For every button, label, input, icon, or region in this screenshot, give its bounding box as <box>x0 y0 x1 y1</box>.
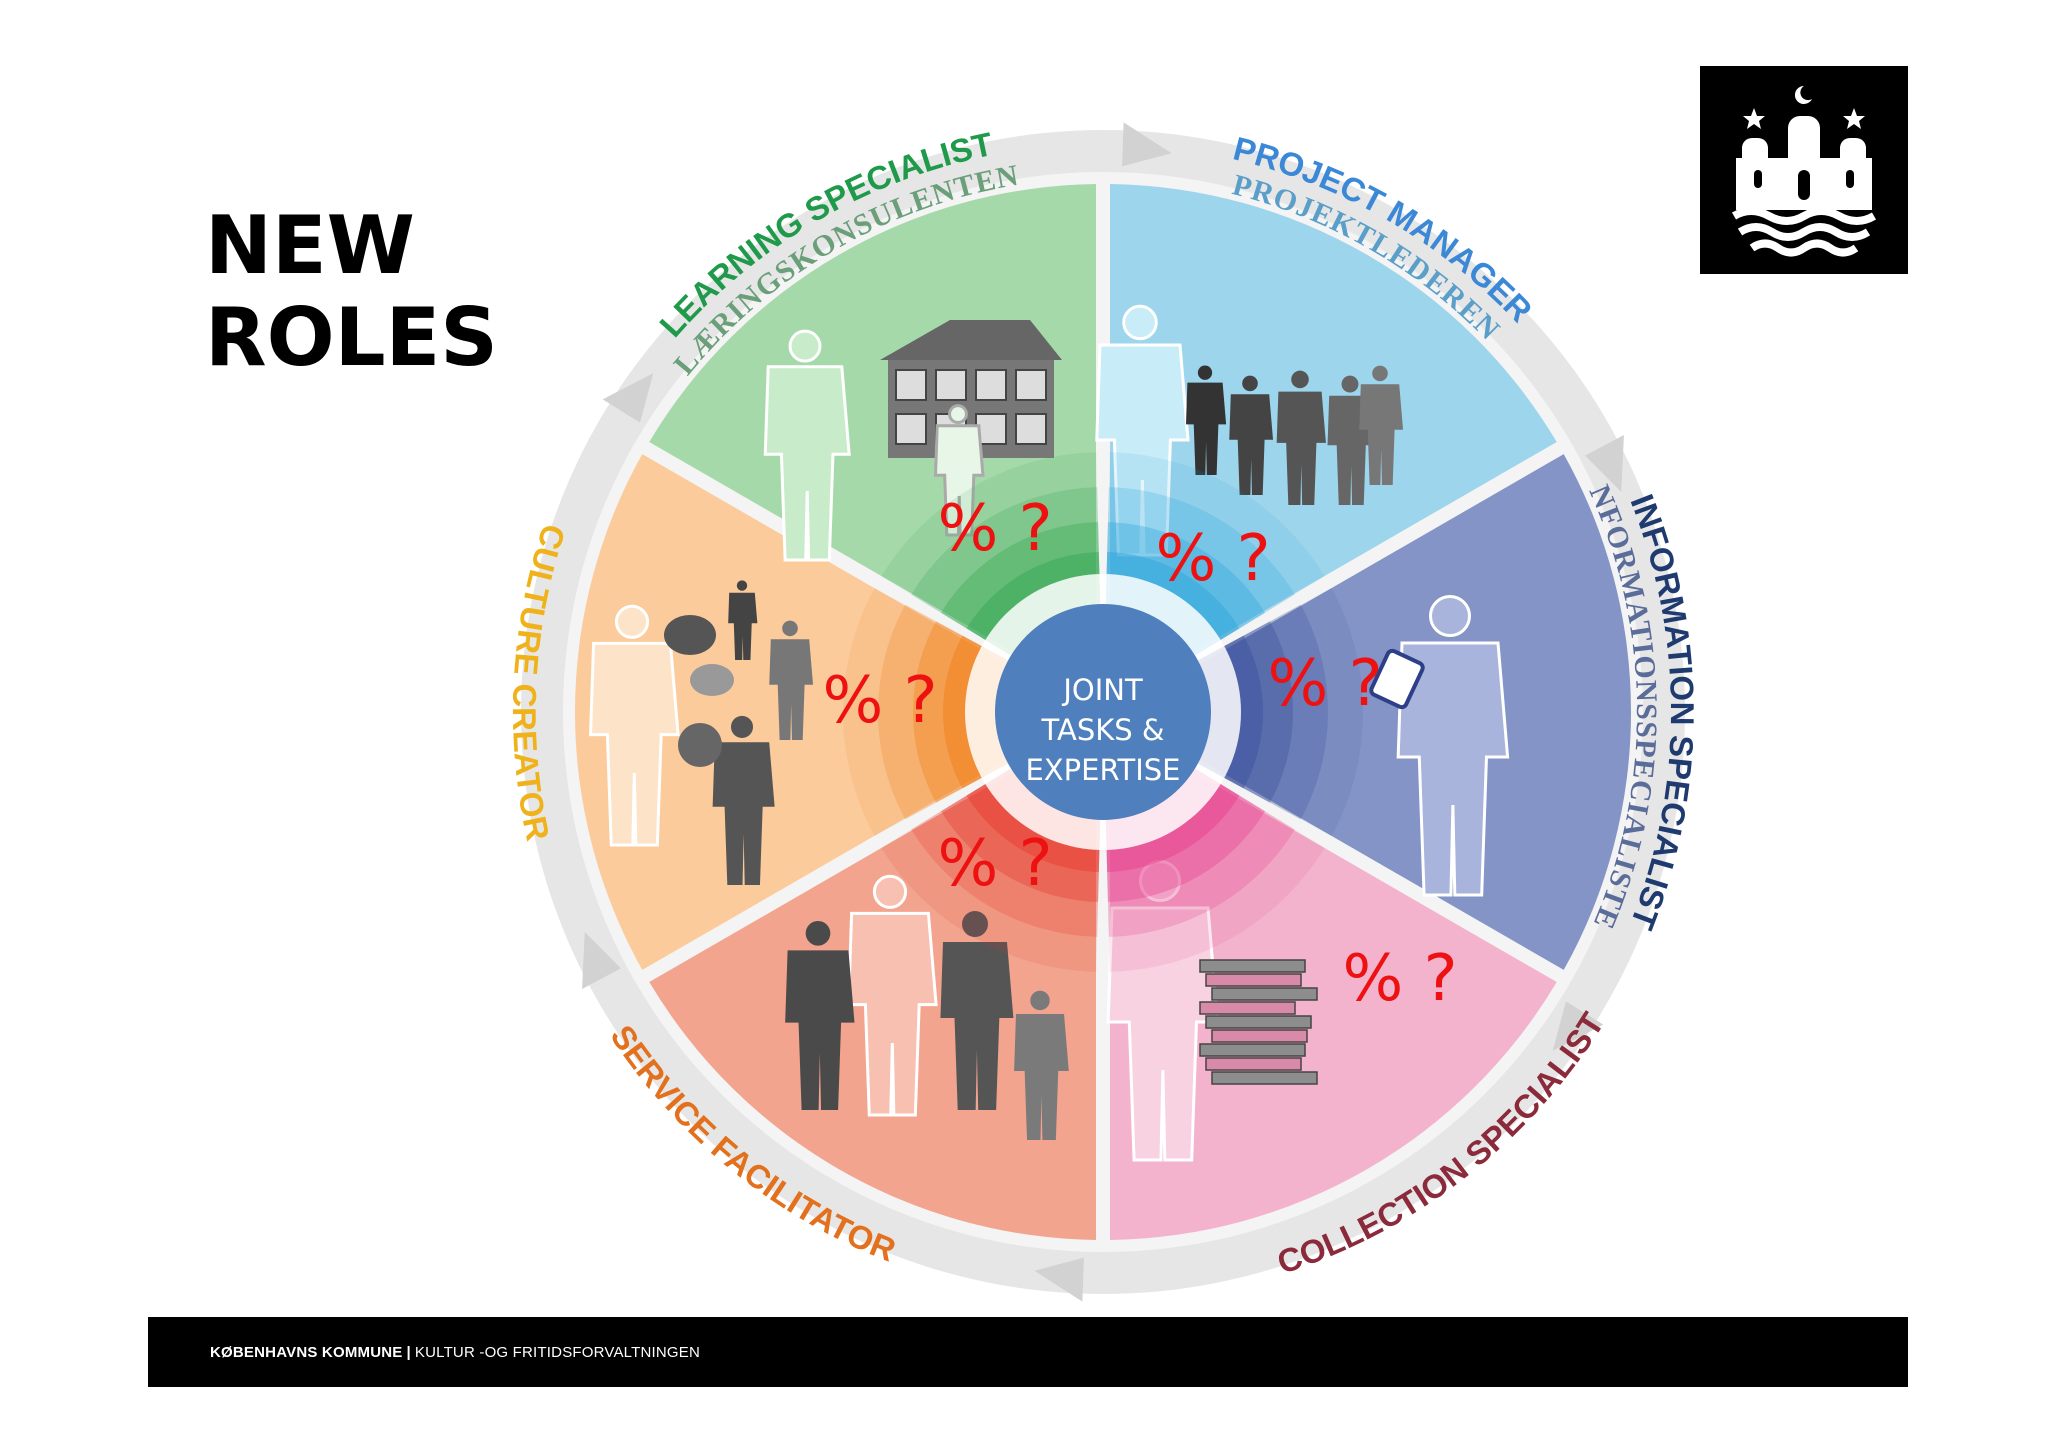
percent-question-mark: % ? <box>1267 647 1382 721</box>
percent-question-mark: % ? <box>1155 522 1270 596</box>
ring-arrow <box>1552 1001 1604 1051</box>
footer-text: KØBENHAVNS KOMMUNE|KULTUR -OG FRITIDSFOR… <box>210 1344 700 1361</box>
center-line-3: EXPERTISE <box>1025 753 1180 787</box>
information-specialist-figure-icon <box>1396 595 1510 897</box>
percent-question-marks: % ? % ? % ? % ? % ? % ? <box>822 492 1457 1016</box>
books-stack-icon <box>1199 959 1318 1085</box>
person-silhouette-icon <box>940 911 1014 1110</box>
ring-arrow <box>582 931 621 989</box>
person-silhouette-icon <box>712 715 775 885</box>
title-line-2: ROLES <box>205 291 498 384</box>
footer-dept: KULTUR -OG FRITIDSFORVALTNINGEN <box>414 1343 701 1361</box>
percent-question-mark: % ? <box>937 827 1052 901</box>
percent-question-mark: % ? <box>937 492 1052 566</box>
person-silhouette-icon <box>769 620 814 740</box>
page-title: NEW ROLES <box>205 200 498 384</box>
ring-arrow <box>602 373 654 423</box>
seated-figures-icon <box>933 404 985 537</box>
title-line-1: NEW <box>205 199 415 292</box>
person-silhouette-icon <box>1014 990 1069 1140</box>
person-silhouette-icon <box>785 920 855 1110</box>
service-facilitator-figure-icon <box>846 874 938 1117</box>
segment-learning-specialist <box>649 184 1097 700</box>
center-line-1: JOINT <box>1061 673 1143 707</box>
person-silhouette-icon <box>1276 370 1326 505</box>
speech-bubble-icon <box>664 615 734 767</box>
segment-illustrations <box>588 304 1510 1162</box>
footer-org: KØBENHAVNS KOMMUNE <box>210 1343 403 1361</box>
tablet-icon <box>1369 648 1425 710</box>
person-silhouette-icon <box>1359 365 1404 486</box>
ring-arrow <box>1034 1257 1084 1302</box>
segment-collection-specialist <box>1109 724 1557 1240</box>
footer-separator: | <box>406 1343 411 1361</box>
percent-question-mark: % ? <box>822 664 937 738</box>
segment-information-specialist <box>1117 454 1631 970</box>
copenhagen-coat-of-arms-icon <box>1700 66 1908 274</box>
footer-bar: KØBENHAVNS KOMMUNE|KULTUR -OG FRITIDSFOR… <box>148 1317 1908 1387</box>
center-circle: JOINT TASKS & EXPERTISE <box>965 574 1241 850</box>
center-hub <box>995 604 1211 820</box>
person-silhouette-icon <box>1229 375 1274 496</box>
ring-arrow <box>1122 122 1172 167</box>
learning-specialist-figure-icon <box>763 329 851 562</box>
segment-culture-creator <box>575 454 1089 970</box>
culture-creator-figure-icon <box>588 604 680 847</box>
project-manager-figure-icon <box>1095 304 1190 557</box>
ring-arrow <box>1585 435 1624 493</box>
person-silhouette-icon <box>1185 365 1227 475</box>
person-silhouette-icon <box>728 580 758 660</box>
percent-question-mark: % ? <box>1342 942 1457 1016</box>
center-line-2: TASKS & <box>1041 713 1165 747</box>
